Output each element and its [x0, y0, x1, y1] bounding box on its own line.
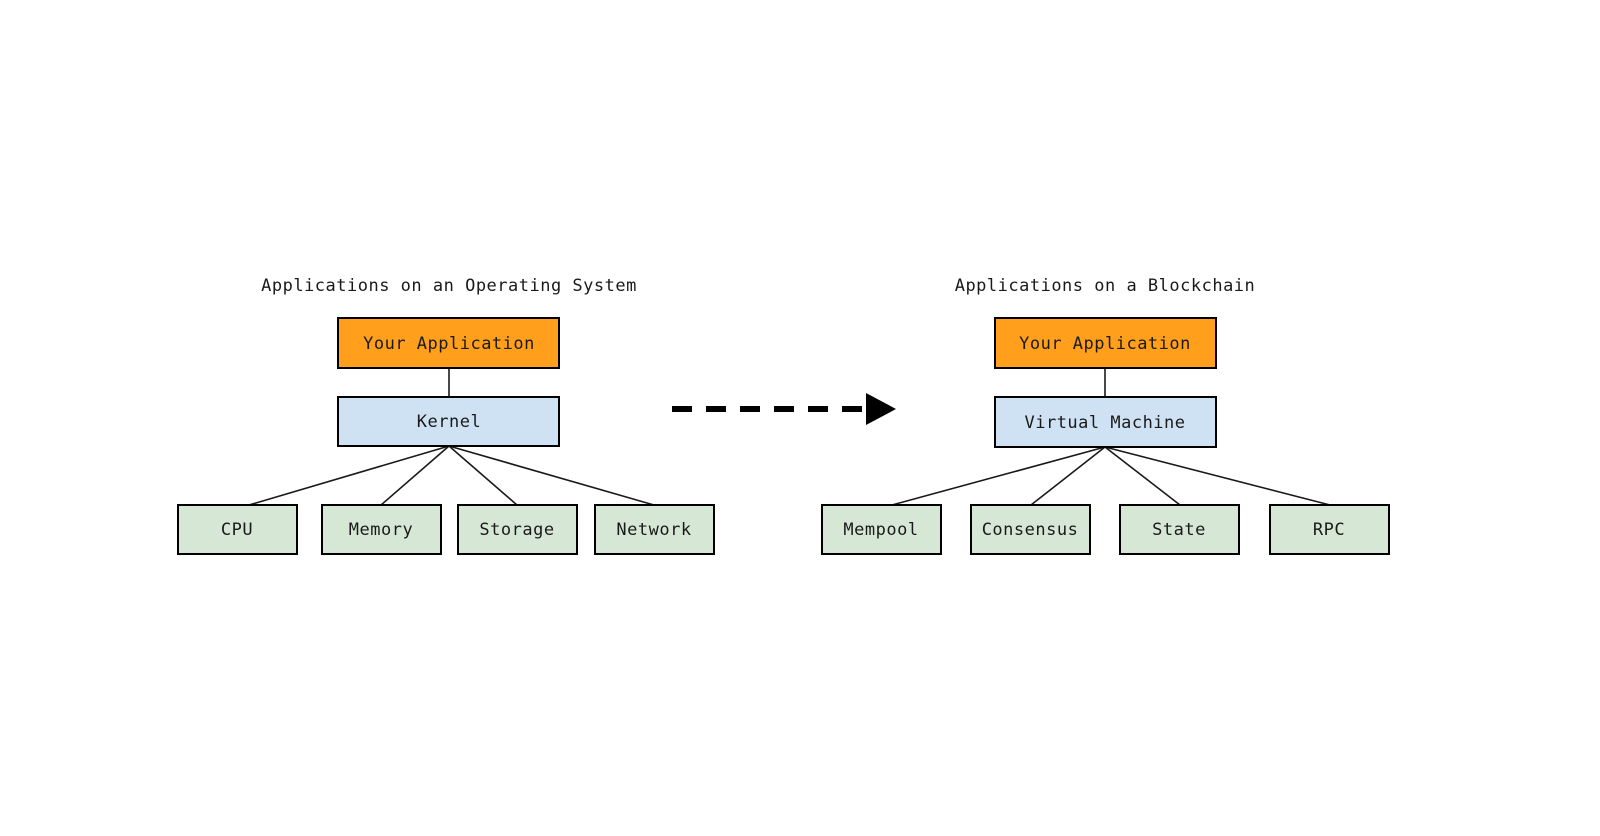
left-group-title: Applications on an Operating System — [261, 276, 637, 296]
edge-left-kernel-to-cpu — [248, 445, 450, 506]
left-kernel-box[interactable] — [337, 396, 560, 447]
left-kernel-label: Kernel — [417, 412, 481, 432]
left-resource-label-network: Network — [616, 520, 691, 540]
right-resource-label-mempool: Mempool — [843, 520, 918, 540]
left-resource-label-cpu: CPU — [221, 520, 253, 540]
left-group: Applications on an Operating System Your… — [177, 276, 715, 555]
right-application-label: Your Application — [1019, 334, 1191, 354]
transition-arrow — [672, 393, 896, 425]
edge-left-kernel-to-memory — [380, 445, 450, 506]
edge-left-kernel-to-network — [448, 445, 655, 506]
right-resource-label-rpc: RPC — [1313, 520, 1345, 540]
right-resource-label-state: State — [1152, 520, 1206, 540]
right-resource-box-mempool[interactable] — [821, 504, 942, 555]
right-resource-label-consensus: Consensus — [982, 520, 1079, 540]
left-resource-box-network[interactable] — [594, 504, 715, 555]
left-application-label: Your Application — [363, 334, 535, 354]
left-resource-box-storage[interactable] — [457, 504, 578, 555]
left-resource-label-storage: Storage — [479, 520, 554, 540]
transition-arrow-head — [866, 393, 896, 425]
right-resource-box-consensus[interactable] — [970, 504, 1091, 555]
edge-right-vm-to-consensus — [1030, 446, 1106, 506]
right-vm-box[interactable] — [994, 396, 1217, 448]
left-resource-label-memory: Memory — [349, 520, 413, 540]
left-resource-box-cpu[interactable] — [177, 504, 298, 555]
right-application-box[interactable] — [994, 317, 1217, 369]
right-resource-box-state[interactable] — [1119, 504, 1240, 555]
right-group: Applications on a Blockchain Your Applic… — [821, 276, 1390, 555]
edge-left-kernel-to-storage — [448, 445, 518, 506]
right-resource-box-rpc[interactable] — [1269, 504, 1390, 555]
edge-right-vm-to-mempool — [891, 446, 1106, 506]
right-vm-label: Virtual Machine — [1024, 413, 1185, 433]
left-resource-box-memory[interactable] — [321, 504, 442, 555]
right-group-title: Applications on a Blockchain — [955, 276, 1256, 296]
left-application-box[interactable] — [337, 317, 560, 369]
edge-right-vm-to-rpc — [1104, 446, 1331, 506]
edge-right-vm-to-state — [1104, 446, 1181, 506]
